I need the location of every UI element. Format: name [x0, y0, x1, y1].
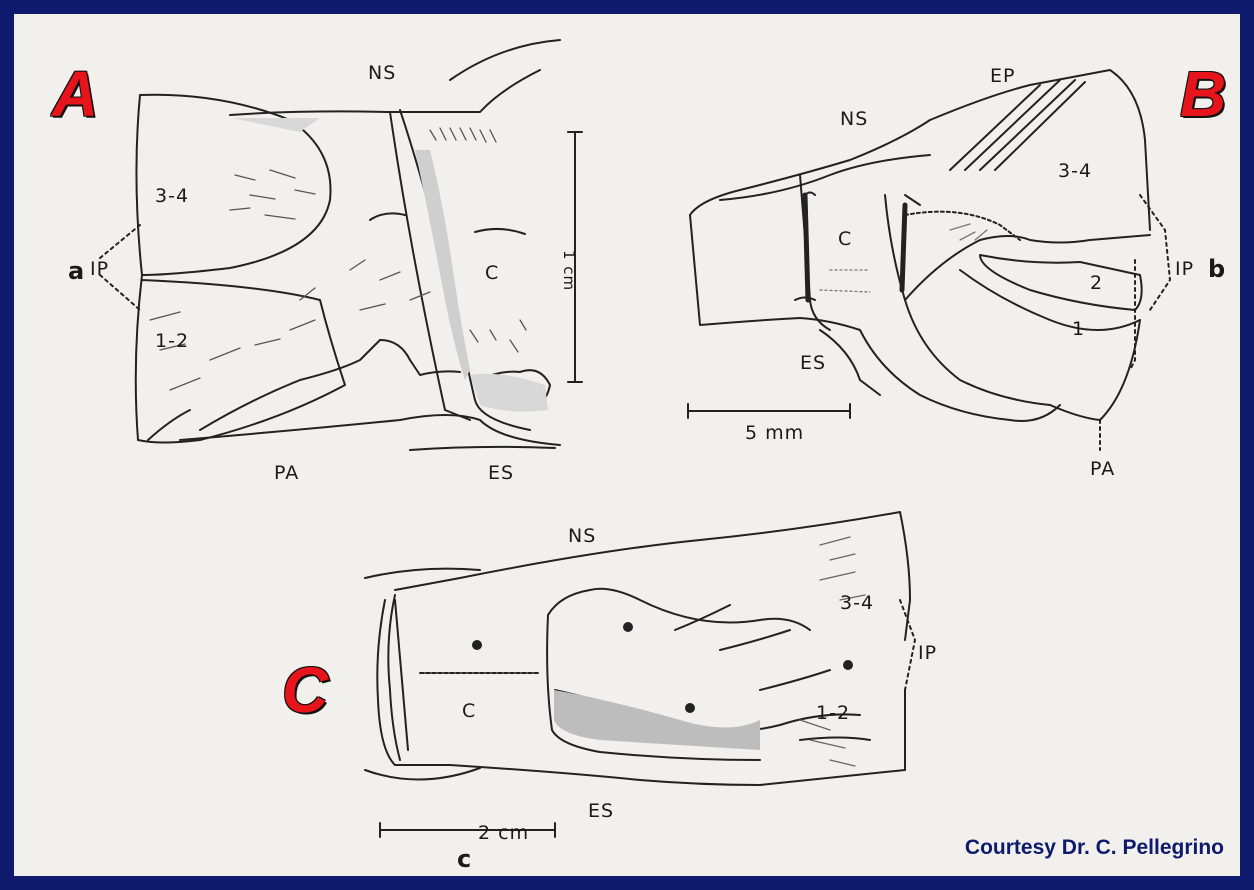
- panel-c-drawing: [365, 512, 915, 837]
- label-c-cc: c: [457, 845, 471, 873]
- label-a-c: C: [485, 262, 499, 284]
- label-c-scale: 2 cm: [478, 822, 529, 844]
- label-b-34: 3-4: [1058, 160, 1092, 182]
- label-a-ip: IP: [90, 258, 109, 280]
- label-b-ns: NS: [840, 108, 868, 130]
- label-c-es: ES: [588, 800, 614, 822]
- label-b-1: 1: [1072, 318, 1085, 340]
- label-c-ns: NS: [568, 525, 596, 547]
- label-a-scale: 1 cm: [560, 250, 578, 291]
- label-a-12: 1-2: [155, 330, 189, 352]
- label-b-c: C: [838, 228, 852, 250]
- label-c-ip: IP: [918, 642, 937, 664]
- panel-letter-b: B: [1180, 62, 1226, 126]
- label-a-a: a: [68, 257, 84, 285]
- label-b-b: b: [1208, 255, 1225, 283]
- label-a-pa: PA: [274, 462, 299, 484]
- label-a-ns: NS: [368, 62, 396, 84]
- label-b-scale: 5 mm: [745, 422, 804, 444]
- panel-letter-a: A: [52, 62, 98, 126]
- label-a-es: ES: [488, 462, 514, 484]
- label-b-pa: PA: [1090, 458, 1115, 480]
- panel-letter-c: C: [282, 658, 328, 722]
- label-b-2: 2: [1090, 272, 1103, 294]
- credit-text: Courtesy Dr. C. Pellegrino: [965, 836, 1224, 860]
- label-b-ip: IP: [1175, 258, 1194, 280]
- label-c-34: 3-4: [840, 592, 874, 614]
- panel-a-drawing: [136, 40, 582, 450]
- label-b-es: ES: [800, 352, 826, 374]
- label-a-34: 3-4: [155, 185, 189, 207]
- label-b-ep: EP: [990, 65, 1015, 87]
- panel-b-drawing: [688, 70, 1170, 450]
- label-c-c: C: [462, 700, 476, 722]
- label-c-12: 1-2: [816, 702, 850, 724]
